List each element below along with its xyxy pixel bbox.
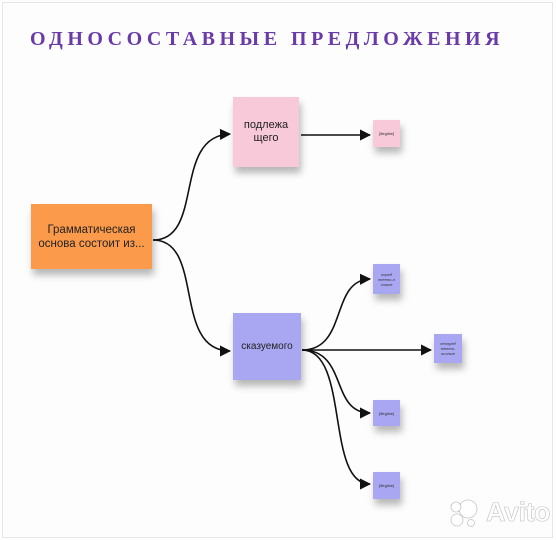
edge-root-subject [152,128,232,241]
edge-root-predicate [152,239,232,357]
root-node-label: Грамматическая основа состоит из... [38,223,145,250]
edge-predicate-child-4 [301,349,372,490]
avito-watermark-text: Avito [486,497,551,528]
predicate-child-node-2[interactable]: неопред еленно-личные [434,334,462,363]
predicate-child-node-3[interactable]: [illegible] [373,400,400,426]
predicate-node-label: сказуемого [241,341,293,352]
predicate-child-label-2: неопред еленно-личные [440,341,456,356]
root-node[interactable]: Грамматическая основа состоит из... [31,204,152,269]
predicate-child-label-1: опред еленно-л ичные [378,271,395,287]
subject-node[interactable]: подлежа щего [233,97,299,167]
predicate-node[interactable]: сказуемого [233,313,301,380]
subject-node-label: подлежа щего [243,119,289,144]
subject-child-node[interactable]: [illegible] [373,120,400,147]
predicate-child-node-4[interactable]: [illegible] [373,472,400,499]
subject-child-label: [illegible] [378,131,395,136]
diagram-title: ОДНОСОСТАВНЫЕ ПРЕДЛОЖЕНИЯ [30,28,505,50]
avito-logo-icon [450,499,478,527]
avito-watermark: Avito [448,497,551,528]
predicate-child-label-4: [illegible] [378,483,395,488]
predicate-child-node-1[interactable]: опред еленно-л ичные [373,264,400,294]
predicate-child-label-3: [illegible] [378,410,395,416]
edge-predicate-child-3 [301,349,372,419]
edge-predicate-child-1 [301,273,372,351]
